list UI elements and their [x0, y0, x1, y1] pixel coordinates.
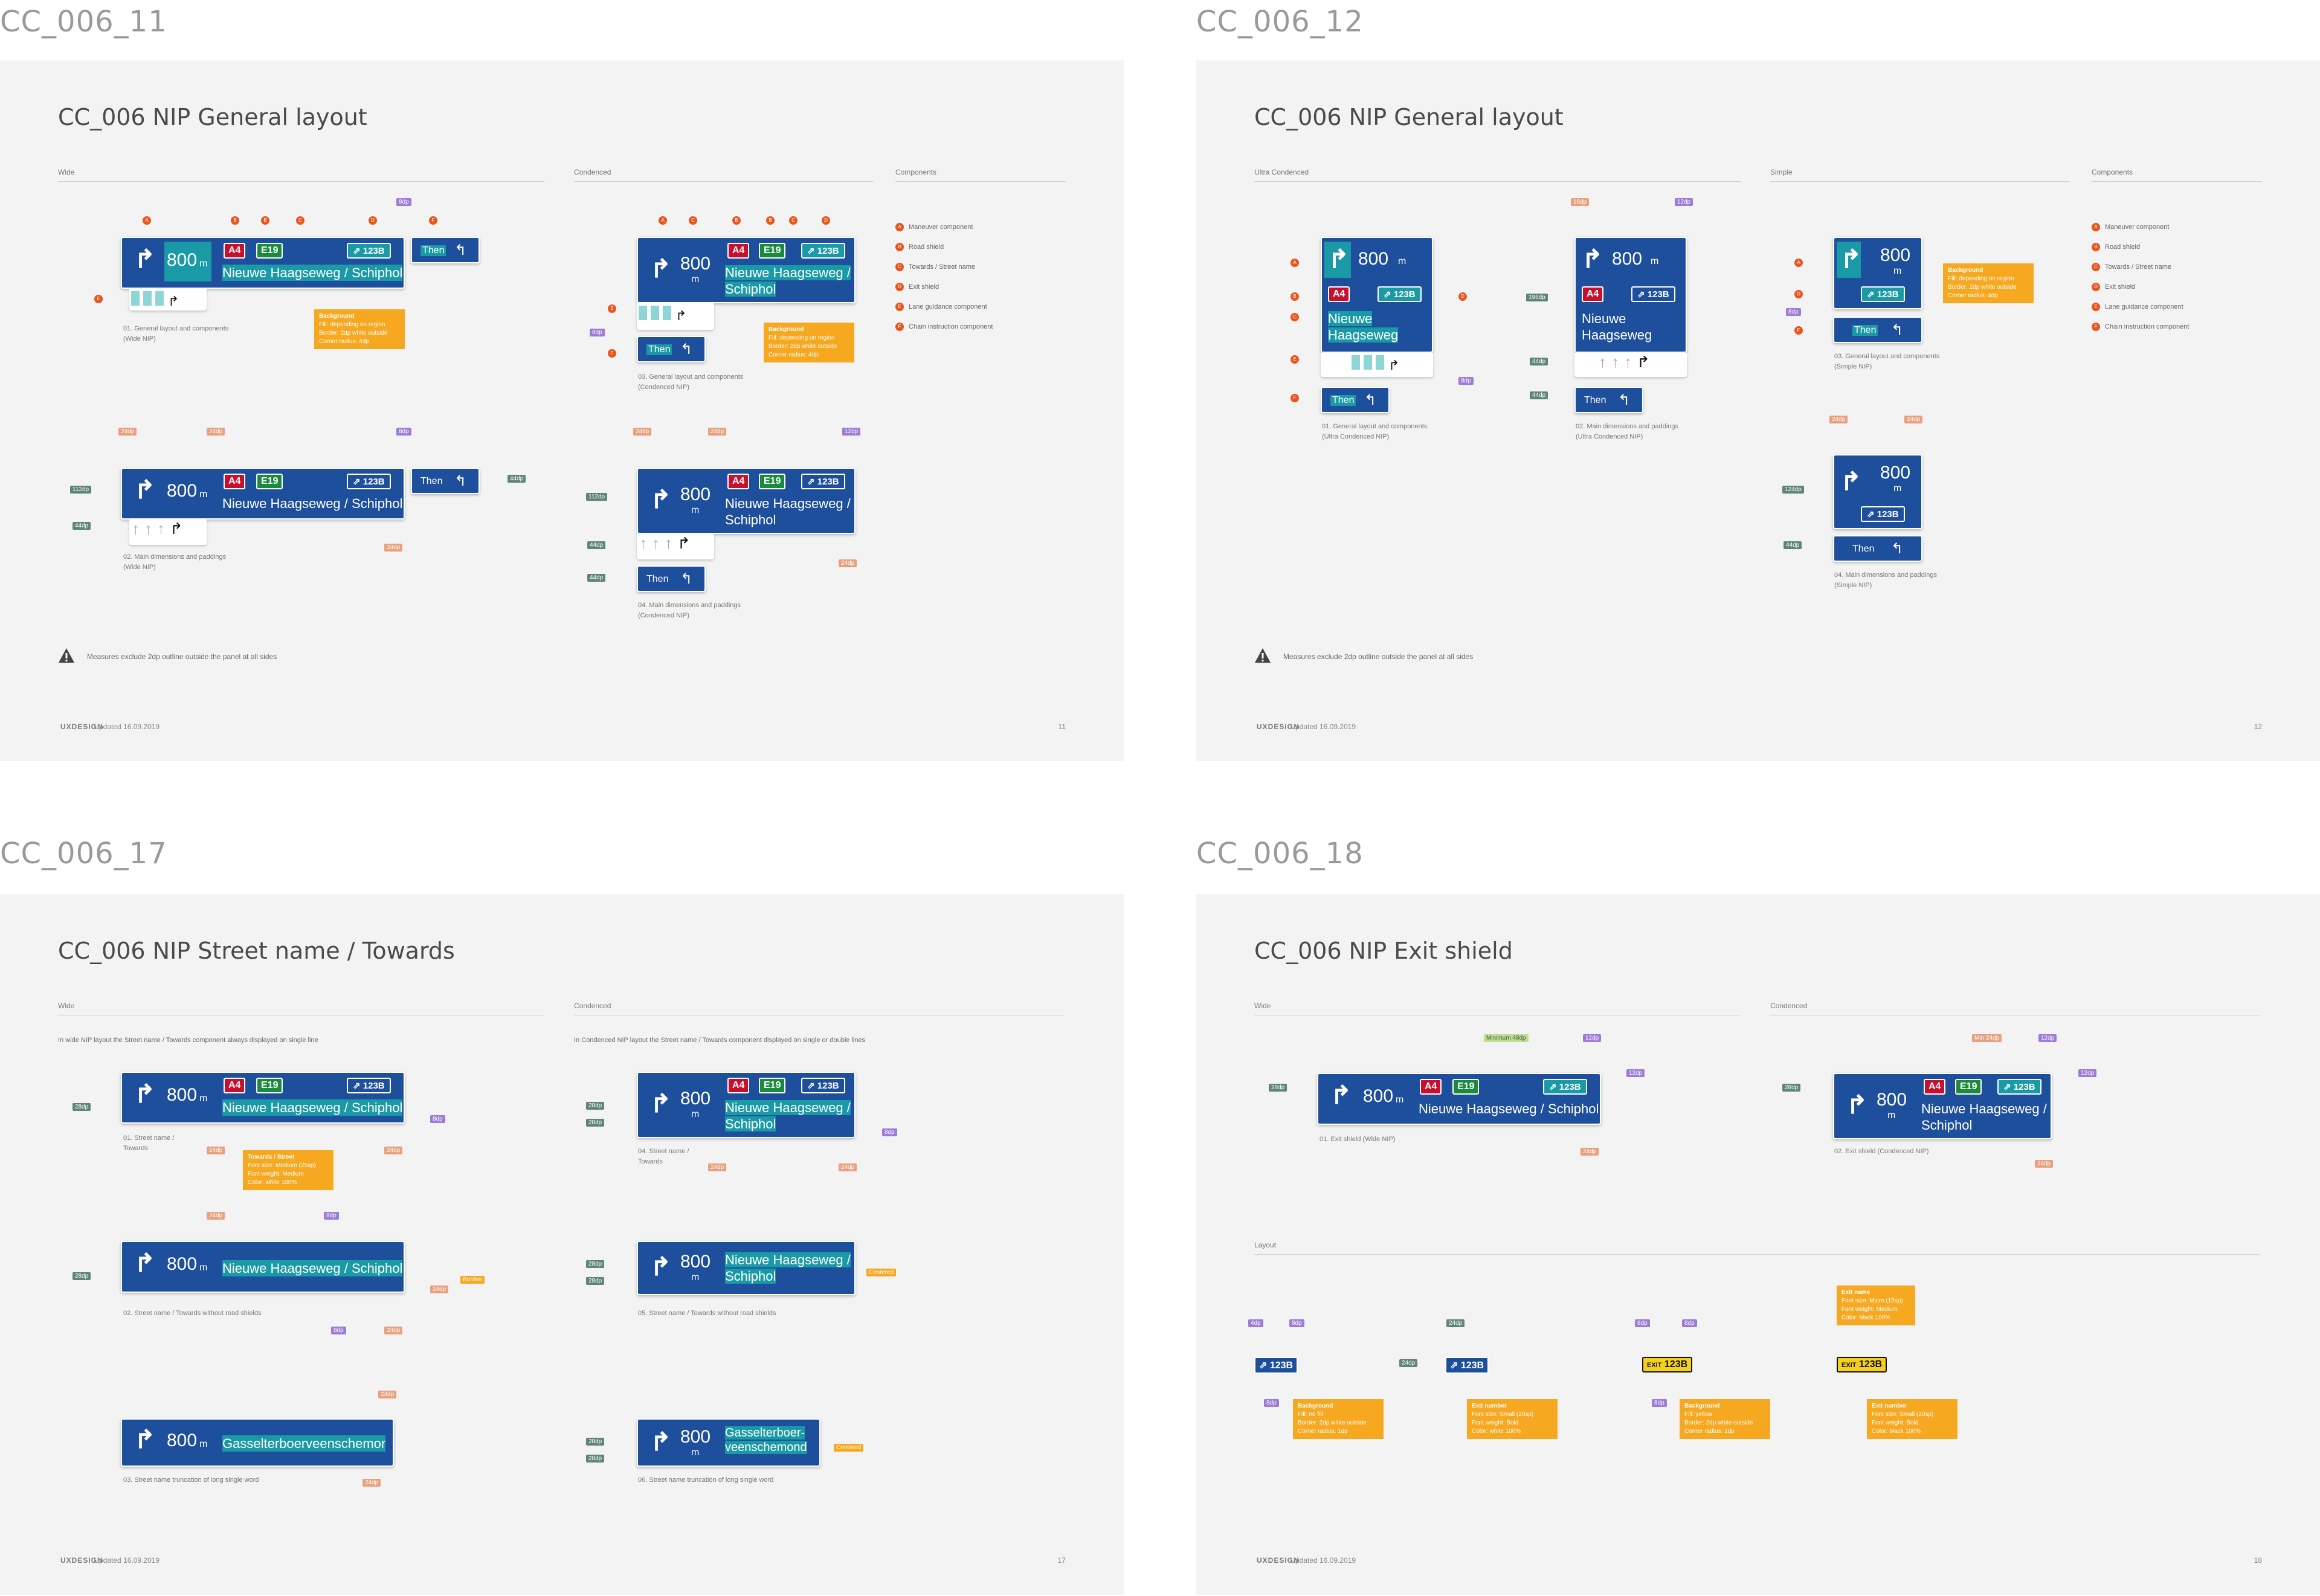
marker-b: B	[231, 216, 239, 225]
marker-d: D	[369, 216, 377, 225]
page-street-name: CC_006 NIP Street name / Towards Wide Co…	[0, 894, 1124, 1595]
lane-guidance: ↱	[637, 303, 714, 330]
maneuver-arrow-icon: ↱	[134, 245, 156, 273]
footer: UXDESIGN Updated 16.09.2019	[60, 722, 160, 731]
warning-note: Measures exclude 2dp outline outside the…	[87, 652, 277, 661]
caption: 01. General layout and components(Wide N…	[123, 325, 229, 343]
nip-panel-wide-dims: ↱ 800 m A4 E19 ⇗ 123B Nieuwe Haagseweg /…	[121, 468, 405, 520]
page-general-layout-2: CC_006 NIP General layout Ultra Condence…	[1196, 60, 2320, 761]
road-shield-a4: A4	[224, 243, 246, 259]
lane-guidance: ↑↑↑↱	[129, 520, 207, 545]
page-general-layout-1: CC_006 NIP General layout Wide Condenced…	[0, 60, 1124, 761]
marker-e: E	[94, 295, 103, 303]
sheet-label-4: CC_006_18	[1196, 837, 1364, 870]
distance-unit: m	[199, 259, 208, 269]
marker-e: E	[608, 304, 616, 313]
sheet-label-2: CC_006_12	[1196, 5, 1364, 39]
turn-left-icon: ↰	[454, 242, 467, 259]
page-number: 11	[1058, 722, 1066, 731]
exit-shield-sample-blue-dims: ⇗ 123B	[1445, 1357, 1489, 1374]
logo: UXDESIGN	[60, 722, 103, 731]
nip-panel-condenced-dims: ↱ 800 m A4 E19 ⇗ 123B Nieuwe Haagseweg /…	[637, 468, 856, 534]
section-components: Components	[895, 168, 1066, 182]
marker-f: F	[608, 349, 616, 358]
chain-instruction: Then↰	[637, 336, 706, 362]
exit-shield-sample-yellow: EXIT 123B	[1642, 1357, 1693, 1372]
chain-instruction: Then↰	[411, 237, 480, 263]
warning-icon	[1255, 648, 1271, 663]
sheet-label-1: CC_006_11	[0, 5, 167, 39]
nip-panel-condenced: ↱ 800 m A4 E19 ⇗ 123B Nieuwe Haagseweg /…	[637, 237, 856, 303]
marker-b: B	[732, 216, 741, 225]
warning-icon	[59, 648, 74, 663]
marker-c: C	[689, 216, 697, 225]
nip-panel-wide-truncation: ↱ 800 m Gasselterboerveenschemond	[121, 1418, 394, 1467]
marker-a: A	[143, 216, 151, 225]
road-shield-e19: E19	[256, 243, 283, 259]
lane-arrow-icon: ↱	[168, 294, 179, 309]
nip-panel-exit-condenced: ↱ 800 m A4 E19 ⇗ 123B Nieuwe Haagseweg /…	[1833, 1073, 2052, 1139]
marker-a: A	[659, 216, 667, 225]
exit-shield-sample-yellow-dims: EXIT 123B	[1837, 1357, 1887, 1372]
nip-panel-wide: ↱ 800 m A4 E19 ⇗ 123B Nieuwe Haagseweg /…	[121, 237, 405, 289]
marker-b: B	[261, 216, 269, 225]
marker-c: C	[296, 216, 304, 225]
sheet-label-3: CC_006_17	[0, 837, 167, 870]
exit-icon: ⇗	[353, 246, 363, 256]
marker-c: C	[789, 216, 798, 225]
nip-panel-simple: ↱ 800 m ⇗ 123B	[1833, 237, 1922, 309]
nip-panel-condenced-no-shields: ↱ 800 m Nieuwe Haagseweg /Schiphol	[637, 1241, 856, 1295]
dim-label: 8dp	[590, 329, 605, 336]
exit-shield: ⇗ 123B	[347, 243, 391, 259]
nip-panel-condenced-truncation: ↱ 800 m Gasselterboer-veenschemond	[637, 1418, 820, 1467]
nip-panel-simple-dims: ↱ 800 m ⇗ 123B	[1833, 454, 1922, 529]
nip-panel-wide-no-shields: ↱ 800 m Nieuwe Haagseweg / Schiphol	[121, 1241, 405, 1293]
chain-instruction: Then↰	[411, 468, 480, 494]
lane-guidance: ↱	[129, 289, 207, 311]
nip-panel-exit-wide: ↱ 800 m A4 E19 ⇗ 123B Nieuwe Haagseweg /…	[1317, 1073, 1601, 1125]
marker-b: B	[766, 216, 775, 225]
page-exit-shield: CC_006 NIP Exit shield Wide Condenced Mi…	[1196, 894, 2320, 1595]
exit-shield: ⇗ 123B	[801, 243, 845, 259]
page-title: CC_006 NIP General layout	[58, 104, 367, 130]
marker-d: D	[822, 216, 830, 225]
nip-panel-condenced-street: ↱ 800 m A4 E19 ⇗ 123B Nieuwe Haagseweg /…	[637, 1072, 856, 1138]
exit-shield-sample-blue: ⇗ 123B	[1254, 1357, 1298, 1374]
section-condenced: Condenced	[574, 168, 873, 182]
distance-value: 800	[167, 250, 198, 270]
section-wide: Wide	[58, 168, 544, 182]
dim-label: 8dp	[396, 198, 411, 206]
street-name: Nieuwe Haagseweg / Schiphol	[222, 265, 403, 281]
nip-panel-wide-street: ↱ 800 m A4 E19 ⇗ 123B Nieuwe Haagseweg /…	[121, 1072, 405, 1124]
marker-f: F	[429, 216, 437, 225]
